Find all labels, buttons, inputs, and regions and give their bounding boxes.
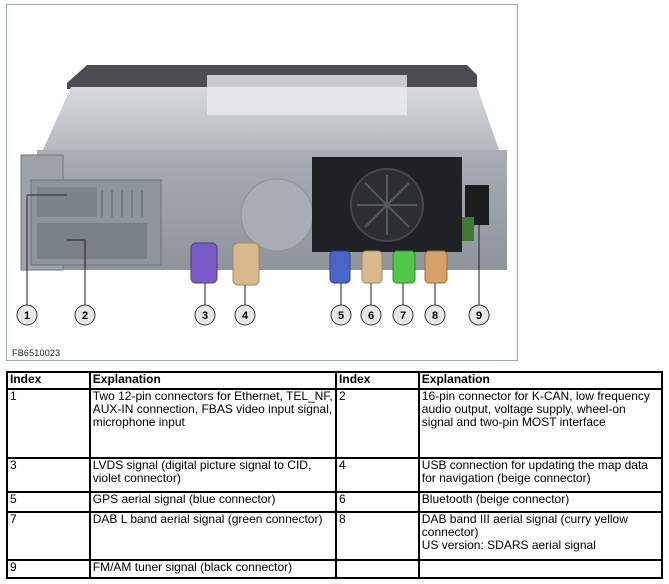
connector-1: [37, 187, 97, 217]
round-boss: [240, 178, 314, 252]
device-figure: 1 2 3 4 5 6 7 8 9 FB6510023: [6, 4, 518, 361]
callout-5-label: 5: [338, 310, 344, 322]
index-cell: 7: [6, 510, 91, 561]
head-unit-illustration: 1 2 3 4 5 6 7 8 9: [16, 65, 507, 326]
callout-6-label: 6: [368, 310, 374, 322]
figure-id: FB6510023: [12, 348, 61, 358]
callout-1-label: 1: [24, 310, 30, 322]
connector-8-curry: [424, 250, 448, 284]
callout-3: 3: [194, 304, 216, 326]
index-cell: 6: [335, 491, 420, 513]
explanation-cell: DAB L band aerial signal (green connecto…: [88, 510, 338, 561]
callout-8: 8: [424, 304, 446, 326]
explanation-cell: FM/AM tuner signal (black connector): [88, 558, 338, 580]
index-cell: 4: [335, 456, 420, 494]
callout-6: 6: [360, 304, 382, 326]
explanation-cell: Two 12-pin connectors for Ethernet, TEL_…: [88, 388, 338, 459]
callout-1: 1: [16, 304, 38, 326]
callout-9-label: 9: [476, 310, 482, 322]
callout-5: 5: [330, 304, 352, 326]
top-label-area: [207, 75, 407, 115]
header-explanation-left: Explanation: [88, 370, 338, 391]
callout-9: 9: [468, 304, 490, 326]
explanation-line-1: DAB band III aerial signal (curry yellow…: [421, 511, 628, 539]
connector-2: [37, 223, 147, 259]
explanation-table: Index Explanation Index Explanation 1 Tw…: [6, 370, 664, 580]
connector-4-beige: [232, 242, 260, 286]
header-explanation-right: Explanation: [417, 370, 664, 391]
explanation-cell: LVDS signal (digital picture signal to C…: [88, 456, 338, 494]
explanation-cell: USB connection for updating the map data…: [417, 456, 664, 494]
callout-4: 4: [234, 304, 256, 326]
table-row: 3 LVDS signal (digital picture signal to…: [6, 456, 664, 494]
callout-3-label: 3: [202, 310, 208, 322]
callout-2-label: 2: [82, 310, 88, 322]
header-index-right: Index: [335, 370, 420, 391]
table-header-row: Index Explanation Index Explanation: [6, 370, 664, 391]
connector-3-violet: [190, 242, 218, 284]
table-row: 7 DAB L band aerial signal (green connec…: [6, 510, 664, 561]
explanation-cell: GPS aerial signal (blue connector): [88, 491, 338, 513]
index-cell: 5: [6, 491, 91, 513]
explanation-line-2: US version: SDARS aerial signal: [421, 537, 596, 552]
table-row: 9 FM/AM tuner signal (black connector): [6, 558, 664, 580]
callout-8-label: 8: [432, 310, 438, 322]
callout-4-label: 4: [242, 310, 249, 322]
connector-7-green: [392, 250, 416, 284]
index-cell: 9: [6, 558, 91, 580]
callouts: 1 2 3 4 5 6 7 8 9: [16, 304, 490, 326]
table-row: 5 GPS aerial signal (blue connector) 6 B…: [6, 491, 664, 513]
callout-7-label: 7: [400, 310, 406, 322]
header-index-left: Index: [6, 370, 91, 391]
index-cell: 1: [6, 388, 91, 459]
index-cell: 3: [6, 456, 91, 494]
explanation-cell: Bluetooth (beige connector): [417, 491, 664, 513]
explanation-table-wrap: Index Explanation Index Explanation 1 Tw…: [6, 370, 664, 580]
connector-5-blue: [329, 250, 351, 284]
connector-6-beige: [361, 250, 383, 284]
connector-9-latch: [462, 217, 474, 241]
index-cell: 8: [335, 510, 420, 561]
callout-2: 2: [74, 304, 96, 326]
table-row: 1 Two 12-pin connectors for Ethernet, TE…: [6, 388, 664, 459]
explanation-cell: [417, 558, 664, 580]
explanation-cell: 16-pin connector for K-CAN, low frequenc…: [417, 388, 664, 459]
index-cell: 2: [335, 388, 420, 459]
index-cell: [335, 558, 420, 580]
explanation-cell: DAB band III aerial signal (curry yellow…: [417, 510, 664, 561]
callout-7: 7: [392, 304, 414, 326]
